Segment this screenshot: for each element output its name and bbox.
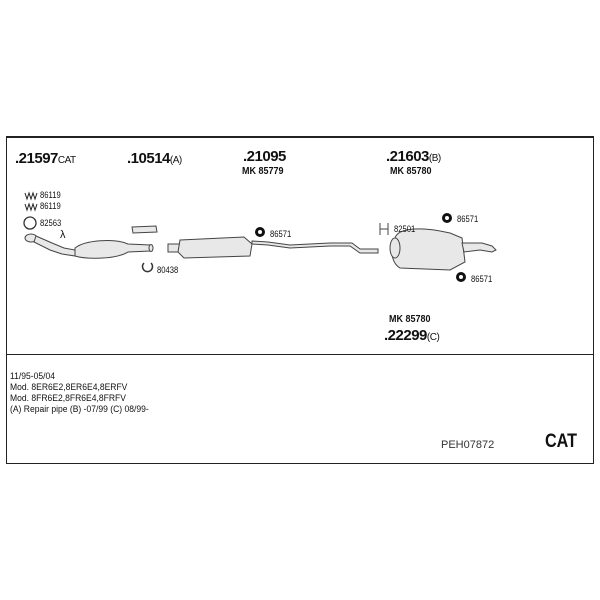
- part-suffix: (A): [169, 155, 182, 166]
- part-suffix: (B): [428, 153, 441, 164]
- hanger-icon: [255, 227, 265, 237]
- ring-label: 82563: [40, 218, 62, 228]
- diagram-frame: [6, 136, 594, 464]
- hanger-label: 86571: [471, 274, 493, 284]
- set-code: PEH07872: [441, 439, 495, 451]
- clamp-icon: [141, 262, 154, 273]
- hanger-icon: [456, 272, 466, 282]
- cat-badge: CAT: [545, 431, 577, 452]
- part-number: .10514: [127, 150, 170, 167]
- hanger-label: 86571: [270, 229, 292, 239]
- part-suffix: CAT: [57, 155, 76, 166]
- part-21597: .21597CAT: [15, 150, 76, 167]
- part-21603: .21603(B): [386, 148, 441, 165]
- hanger-icon: [442, 213, 452, 223]
- rear-muffler: [389, 228, 497, 271]
- spring-label: 86119: [40, 190, 61, 200]
- part-10514: .10514(A): [127, 150, 182, 167]
- note-line: 11/95-05/04: [10, 371, 56, 382]
- note-line: Mod. 8ER6E2,8ER6E4,8ERFV: [10, 382, 128, 393]
- part-22299: .22299(C): [384, 327, 440, 344]
- note-line: Mod. 8FR6E2,8FR6E4,8FRFV: [10, 393, 126, 404]
- mk-85779: MK 85779: [242, 166, 284, 177]
- lambda-sensor-icon: λ: [60, 229, 66, 241]
- part-number: .21603: [386, 148, 429, 165]
- note-line: (A) Repair pipe (B) -07/99 (C) 08/99-: [10, 404, 149, 415]
- mk-85780-c: MK 85780: [389, 314, 431, 325]
- notes: 11/95-05/04 Mod. 8ER6E2,8ER6E4,8ERFV Mod…: [10, 371, 149, 415]
- middle-muffler: [167, 236, 379, 259]
- part-21095: .21095: [243, 148, 286, 165]
- part-number: .22299: [384, 327, 427, 344]
- part-suffix: (C): [426, 332, 440, 343]
- bracket-icon: [379, 223, 389, 235]
- mk-85780: MK 85780: [390, 166, 432, 177]
- repair-pipe: [131, 225, 158, 234]
- catalytic-converter-pipe: [24, 233, 154, 259]
- clamp-label: 80438: [157, 265, 179, 275]
- ring-icon: [23, 216, 37, 230]
- divider: [6, 354, 594, 355]
- spring-label: 86119: [40, 201, 61, 211]
- spring-icon: [24, 191, 38, 212]
- hanger-label: 86571: [457, 214, 479, 224]
- bracket-label: 82501: [394, 224, 416, 234]
- part-number: .21597: [15, 150, 58, 167]
